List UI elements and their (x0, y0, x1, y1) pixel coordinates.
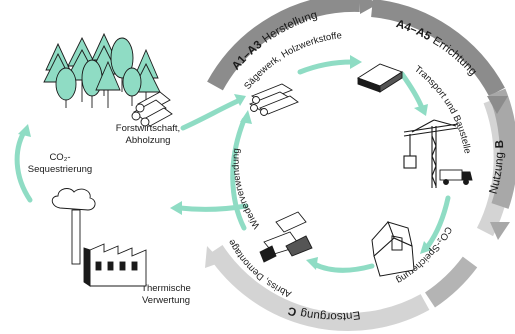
arrowhead-crane (414, 104, 428, 116)
inner-arrow-heads (18, 55, 432, 270)
tree (122, 67, 142, 106)
label-co2-sequestrierung: CO₂- Sequestrierung (28, 152, 92, 175)
tree (110, 37, 134, 92)
svg-text:Verwertung: Verwertung (142, 295, 190, 306)
arrowhead-forest (18, 124, 31, 137)
arrow-site-to-house (425, 195, 451, 249)
arrowhead-sawmill (234, 94, 246, 106)
svg-text:Sequestrierung: Sequestrierung (28, 164, 92, 175)
arrowhead-wieder (240, 110, 252, 124)
svg-text:Thermische: Thermische (141, 283, 191, 294)
house-icon (371, 221, 415, 277)
ring-arrow-c (205, 246, 222, 268)
ring-segment-c-dark (424, 256, 478, 308)
arrow-sawmill-to-panels (297, 59, 355, 75)
arrowhead-debris (306, 257, 318, 270)
outer-cycle-ring (205, 0, 515, 331)
arrow-debris-to-factory (177, 203, 249, 212)
ring-arrow-a4a5 (487, 96, 508, 114)
inner-flow-arrows (14, 59, 451, 273)
panel-stack-icon (356, 63, 404, 93)
svg-text:Abholzung: Abholzung (126, 135, 171, 146)
lumber-stack-icon (248, 83, 299, 116)
tree (95, 60, 121, 108)
log-pile-icon (131, 91, 173, 127)
arrow-debris-to-sawmill (230, 117, 247, 231)
label-forstwirtschaft: Forstwirtschaft, Abholzung (116, 123, 180, 146)
arrow-panels-to-crane (399, 71, 425, 111)
debris-icon (259, 211, 313, 263)
phase-c-label: EntsorgungC (287, 304, 361, 322)
arrowhead-house (420, 241, 432, 254)
tree (55, 67, 77, 108)
forest-icon (43, 32, 161, 108)
arrow-factory-to-forest (14, 129, 33, 203)
crane-icon (403, 119, 459, 188)
label-thermische-verwertung: Thermische Verwertung (141, 283, 191, 306)
svg-text:CO₂-: CO₂- (49, 152, 70, 163)
ring-arrow-a1a3 (360, 0, 378, 14)
factory-icon (51, 188, 147, 287)
ring-segment-c (207, 244, 430, 331)
arrow-forest-to-sawmill (180, 97, 243, 131)
ring-segment-a4a5 (370, 0, 505, 97)
arrowhead-factory (170, 201, 182, 215)
ring-arrow-b (490, 222, 510, 240)
step-wiederverwendung: Wiederverwendung (231, 148, 263, 231)
truck-icon (439, 169, 473, 185)
ring-segment-a1a3 (207, 0, 361, 91)
arrowhead-panels (350, 55, 362, 69)
svg-text:Forstwirtschaft,: Forstwirtschaft, (116, 123, 180, 134)
arrow-house-to-debris (311, 261, 375, 273)
